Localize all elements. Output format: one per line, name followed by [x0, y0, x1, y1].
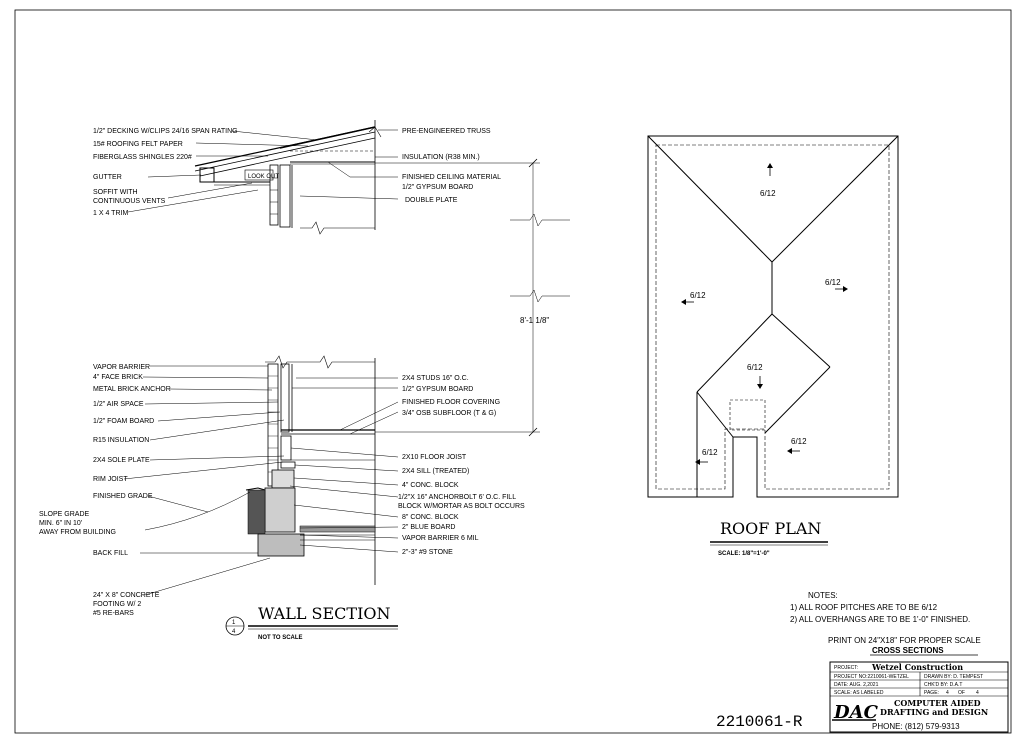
eave-detail: [127, 120, 399, 235]
wall-section-title-block: 1 4 WALL SECTION NOT TO SCALE: [225, 604, 398, 641]
label-floor-joist: 2X10 FLOOR JOIST: [402, 454, 467, 461]
sheet-border: [14, 9, 1012, 734]
notes-block: NOTES: 1) ALL ROOF PITCHES ARE TO BE 6/1…: [790, 591, 981, 656]
roof-plan-drawing: [647, 135, 899, 498]
wall-section-scale: NOT TO SCALE: [258, 635, 303, 641]
label-face-brick: 4" FACE BRICK: [93, 374, 143, 381]
roof-plan-title: ROOF PLAN: [720, 519, 821, 538]
project-number: PROJECT NO:2210061-WETZEL: [834, 674, 909, 680]
project-date: DATE: AUG. 2,2021: [834, 682, 879, 688]
height-dimension: [375, 158, 570, 437]
roof-plan-labels: 6/12 6/12 6/12 6/12 6/12 6/12 ROOF PLAN …: [690, 189, 841, 557]
label-stone: 2"-3" #9 STONE: [402, 549, 453, 556]
checked-by: CHK'D BY: D.A.T: [924, 682, 962, 688]
label-footing-3: #5 RE-BARS: [93, 610, 134, 617]
label-rim-joist: RIM JOIST: [93, 476, 128, 483]
label-8-block: 8" CONC. BLOCK: [402, 514, 459, 521]
title-block: PROJECT: Wetzel Construction PROJECT NO:…: [829, 661, 1009, 733]
label-decking: 1/2" DECKING W/CLIPS 24/16 SPAN RATING: [93, 128, 238, 135]
company-line-1: COMPUTER AIDED: [894, 698, 981, 708]
label-vents: CONTINUOUS VENTS: [93, 198, 166, 205]
company-phone: PHONE: (812) 579-9313: [872, 722, 960, 731]
project-name: Wetzel Construction: [871, 662, 963, 672]
label-felt: 15# ROOFING FELT PAPER: [93, 141, 183, 148]
project-label: PROJECT:: [834, 665, 858, 671]
label-lookout: LOOK OUT: [248, 174, 279, 180]
pitch-label-left: 6/12: [690, 291, 706, 300]
label-foam-board: 1/2" FOAM BOARD: [93, 418, 154, 425]
label-finished-grade: FINISHED GRADE: [93, 493, 153, 500]
sheet-title: CROSS SECTIONS: [872, 646, 944, 655]
label-sole-plate: 2X4 SOLE PLATE: [93, 457, 150, 464]
label-backfill: BACK FILL: [93, 550, 128, 557]
notes-heading: NOTES:: [808, 591, 838, 600]
label-soffit: SOFFIT WITH: [93, 189, 138, 196]
wall-section-title: WALL SECTION: [258, 604, 391, 623]
label-footing-1: 24" X 8" CONCRETE: [93, 592, 160, 599]
company-line-2: DRAFTING and DESIGN: [880, 707, 988, 717]
note-1: 1) ALL ROOF PITCHES ARE TO BE 6/12: [790, 603, 938, 612]
label-trim: 1 X 4 TRIM: [93, 210, 128, 217]
page-label: PAGE:: [924, 690, 939, 696]
pitch-label-right: 6/12: [825, 278, 841, 287]
label-brick-anchor: METAL BRICK ANCHOR: [93, 386, 171, 393]
wall-section-labels: 1/2" DECKING W/CLIPS 24/16 SPAN RATING 1…: [39, 128, 549, 617]
dimension-text: 8'-1 1/8": [520, 316, 549, 325]
label-vapor-6mil: VAPOR BARRIER 6 MIL: [402, 535, 479, 542]
label-studs: 2X4 STUDS 16" O.C.: [402, 375, 469, 382]
label-air-space: 1/2" AIR SPACE: [93, 401, 144, 408]
section-marker-bottom: 4: [232, 629, 236, 635]
label-gypsum-top: 1/2" GYPSUM BOARD: [402, 184, 473, 191]
print-note: PRINT ON 24"X18" FOR PROPER SCALE: [828, 636, 981, 645]
label-4-block: 4" CONC. BLOCK: [402, 482, 459, 489]
roof-plan-scale: SCALE: 1/8"=1'-0": [718, 551, 770, 557]
wall-foundation-detail: [123, 355, 399, 596]
label-gutter: GUTTER: [93, 174, 122, 181]
label-insulation: INSULATION (R38 MIN.): [402, 154, 480, 161]
label-r15: R15 INSULATION: [93, 437, 149, 444]
pitch-label-top: 6/12: [760, 189, 776, 198]
scale-label: SCALE: AS LABELED: [834, 690, 884, 696]
label-sill: 2X4 SILL (TREATED): [402, 468, 469, 475]
pitch-label-center: 6/12: [747, 363, 763, 372]
label-gypsum: 1/2" GYPSUM BOARD: [402, 386, 473, 393]
label-double-plate: DOUBLE PLATE: [405, 197, 458, 204]
label-blue-board: 2" BLUE BOARD: [402, 524, 455, 531]
label-slope-2: MIN. 6" IN 10': [39, 520, 82, 527]
label-footing-2: FOOTING W/ 2: [93, 601, 141, 608]
page-total: 4: [976, 690, 979, 696]
label-slope-1: SLOPE GRADE: [39, 511, 90, 518]
dac-logo: DAC: [833, 702, 879, 723]
label-shingles: FIBERGLASS SHINGLES 220#: [93, 154, 192, 161]
drawing-number: 2210061-R: [716, 713, 803, 731]
pitch-label-lower-left: 6/12: [702, 448, 718, 457]
page-of: OF: [958, 690, 965, 696]
label-anchorbolt: 1/2"X 16" ANCHORBOLT 6' O.C. FILL: [398, 494, 516, 501]
label-anchorbolt-2: BLOCK W/MORTAR AS BOLT OCCURS: [398, 503, 525, 510]
note-2: 2) ALL OVERHANGS ARE TO BE 1'-0" FINISHE…: [790, 615, 970, 624]
label-subfloor: 3/4" OSB SUBFLOOR (T & G): [402, 410, 496, 417]
label-slope-3: AWAY FROM BUILDING: [39, 529, 116, 536]
label-floor-covering: FINISHED FLOOR COVERING: [402, 399, 500, 406]
label-vapor-barrier: VAPOR BARRIER: [93, 364, 150, 371]
section-marker-top: 1: [232, 620, 236, 626]
label-truss: PRE-ENGINEERED TRUSS: [402, 128, 491, 135]
drawn-by: DRAWN BY: D. TEMPEST: [924, 674, 983, 680]
page-number: 4: [946, 690, 949, 696]
pitch-label-lower-right: 6/12: [791, 437, 807, 446]
label-ceiling: FINISHED CEILING MATERIAL: [402, 174, 501, 181]
